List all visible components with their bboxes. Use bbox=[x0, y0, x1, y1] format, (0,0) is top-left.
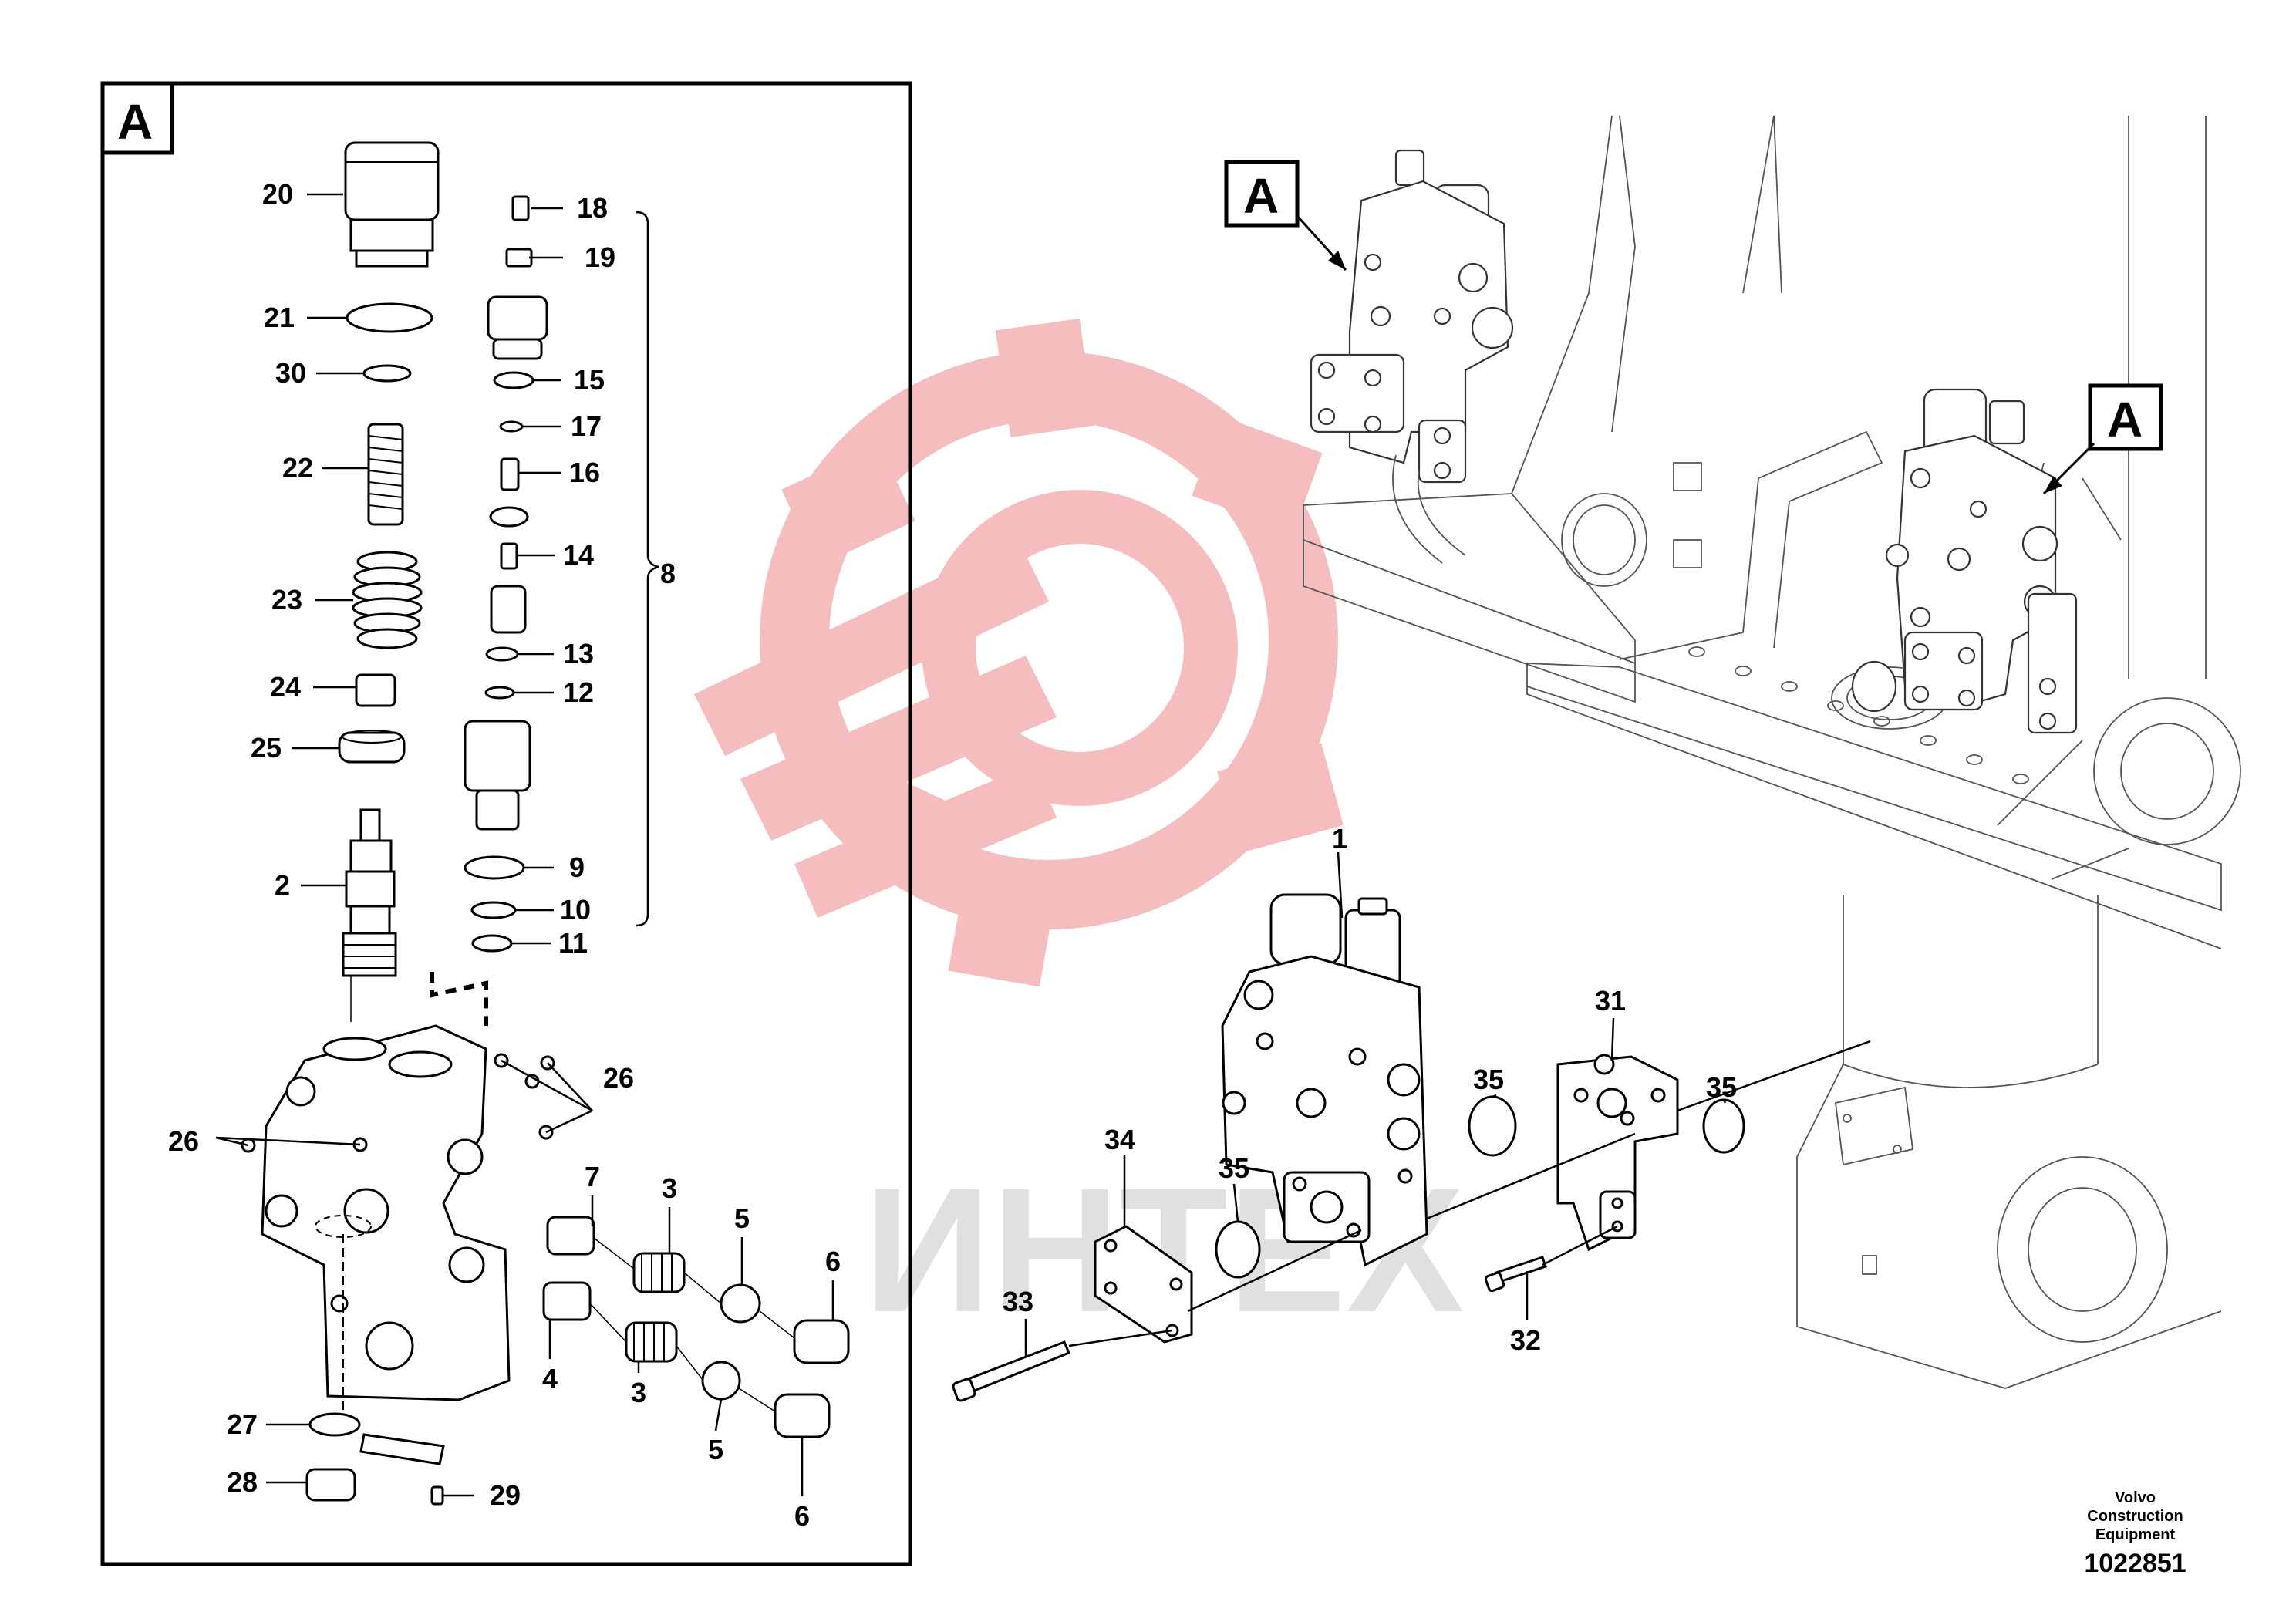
installed-valve-1 bbox=[1310, 149, 1514, 564]
label-part-18: 18 bbox=[577, 192, 608, 224]
label-part-23: 23 bbox=[271, 584, 302, 615]
label-part-17: 17 bbox=[571, 410, 602, 442]
label-part-6a: 6 bbox=[825, 1246, 841, 1277]
label-part-2: 2 bbox=[275, 869, 290, 901]
label-part-21: 21 bbox=[264, 302, 295, 333]
label-part-25: 25 bbox=[251, 732, 282, 764]
label-part-22: 22 bbox=[282, 452, 313, 484]
label-part-9: 9 bbox=[569, 851, 585, 883]
label-part-5b: 5 bbox=[708, 1434, 723, 1465]
svg-text:A: A bbox=[2107, 392, 2143, 447]
label-part-20: 20 bbox=[262, 178, 293, 210]
label-part-19: 19 bbox=[585, 241, 615, 273]
valve-assembly-exploded bbox=[952, 893, 1871, 1402]
label-part-8: 8 bbox=[660, 558, 676, 589]
detail-label: A bbox=[117, 94, 153, 150]
callout-a-1: A bbox=[1224, 160, 1347, 271]
label-part-27: 27 bbox=[227, 1408, 258, 1440]
label-part-5a: 5 bbox=[734, 1202, 750, 1234]
manufacturer-name: Volvo Construction Equipment bbox=[2087, 1489, 2183, 1543]
label-part-3a: 3 bbox=[662, 1172, 677, 1204]
installed-valve-2 bbox=[1851, 388, 2078, 734]
diagram-code: 1022851 bbox=[2084, 1549, 2186, 1578]
relief-valve-kit-parts bbox=[464, 195, 659, 953]
label-part-30: 30 bbox=[275, 357, 306, 389]
label-part-28: 28 bbox=[227, 1466, 258, 1498]
watermark-gear-logo bbox=[694, 319, 1344, 987]
valve-body bbox=[241, 972, 555, 1411]
label-part-33: 33 bbox=[1003, 1286, 1033, 1317]
label-part-26a: 26 bbox=[603, 1062, 634, 1094]
label-part-10: 10 bbox=[560, 894, 591, 926]
left-stack-parts bbox=[338, 141, 440, 977]
label-part-24: 24 bbox=[270, 671, 301, 703]
label-part-13: 13 bbox=[563, 638, 594, 669]
label-part-1: 1 bbox=[1332, 823, 1347, 855]
label-part-26b: 26 bbox=[168, 1125, 199, 1157]
label-part-12: 12 bbox=[563, 676, 594, 708]
side-parts bbox=[305, 1216, 850, 1506]
label-part-34: 34 bbox=[1104, 1124, 1135, 1155]
label-part-31: 31 bbox=[1595, 985, 1626, 1017]
label-part-15: 15 bbox=[574, 364, 605, 396]
part-numbers-right: 1 31 35 35 35 34 33 32 bbox=[1003, 823, 1737, 1356]
leader-lines-right bbox=[1024, 851, 1727, 1357]
label-part-35c: 35 bbox=[1706, 1071, 1737, 1103]
label-part-7: 7 bbox=[585, 1161, 600, 1192]
machine-frame bbox=[1303, 115, 2241, 1389]
part-numbers-left: 20 21 30 22 23 24 25 2 18 19 15 17 16 14… bbox=[168, 178, 841, 1532]
label-part-29: 29 bbox=[490, 1479, 521, 1511]
label-part-14: 14 bbox=[563, 539, 594, 571]
footer: Volvo Construction Equipment 1022851 bbox=[1974, 1489, 2296, 1579]
label-part-3b: 3 bbox=[631, 1377, 646, 1408]
label-part-35b: 35 bbox=[1219, 1152, 1249, 1184]
label-part-11: 11 bbox=[558, 927, 588, 959]
label-part-32: 32 bbox=[1510, 1324, 1541, 1356]
detail-view-a: A bbox=[100, 81, 912, 1566]
label-part-6b: 6 bbox=[794, 1500, 810, 1532]
callout-a-2: A bbox=[2042, 383, 2163, 495]
label-part-16: 16 bbox=[569, 457, 600, 488]
label-part-35a: 35 bbox=[1473, 1064, 1504, 1095]
label-part-4: 4 bbox=[542, 1363, 558, 1394]
leader-lines-left bbox=[215, 193, 834, 1497]
svg-text:A: A bbox=[1243, 168, 1279, 224]
